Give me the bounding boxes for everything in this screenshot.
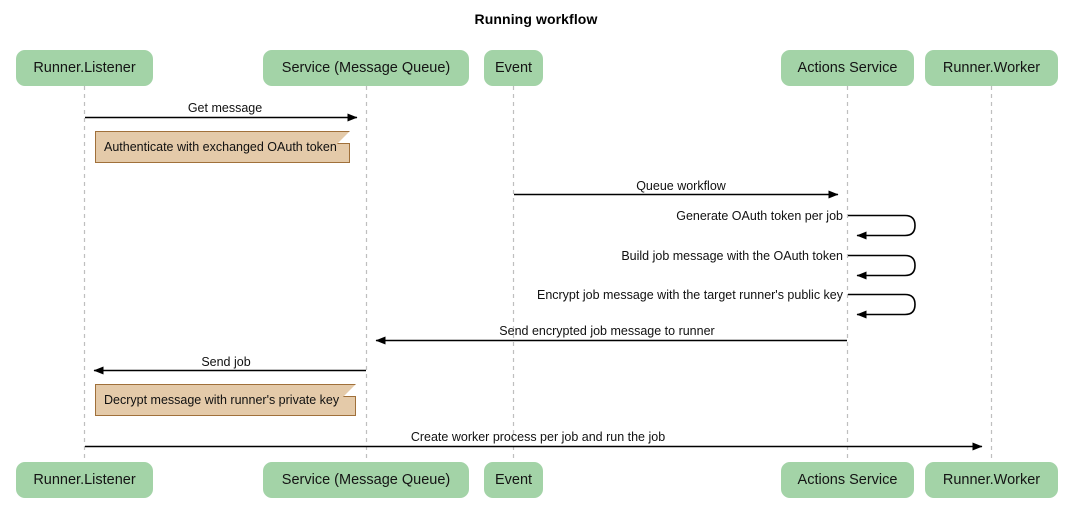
message-label-encrypt-job-message-with-the-target-runners-public-key: Encrypt job message with the target runn… bbox=[536, 288, 843, 302]
participant-label: Runner.Listener bbox=[33, 60, 136, 76]
message-label-build-job-message-with-the-oauth-token: Build job message with the OAuth token bbox=[621, 249, 843, 263]
participant-label: Service (Message Queue) bbox=[281, 472, 451, 488]
participant-label: Event bbox=[494, 472, 533, 488]
note-label: Decrypt message with runner's private ke… bbox=[104, 393, 340, 407]
participant-label: Actions Service bbox=[797, 472, 898, 488]
arrow-encrypt-job-message-with-the-target-runners-public-key bbox=[848, 293, 916, 319]
participant-label: Actions Service bbox=[797, 60, 898, 76]
participant-runner-worker-top[interactable]: Runner.Worker bbox=[925, 50, 1058, 86]
arrow-build-job-message-with-the-oauth-token bbox=[848, 254, 916, 280]
message-label-send-job: Send job bbox=[201, 355, 251, 369]
participant-label: Service (Message Queue) bbox=[281, 60, 451, 76]
participant-label: Runner.Worker bbox=[942, 472, 1041, 488]
note-fold-corner-icon bbox=[337, 131, 350, 144]
participant-actions-service-top[interactable]: Actions Service bbox=[781, 50, 914, 86]
participant-actions-service-bottom[interactable]: Actions Service bbox=[781, 462, 914, 498]
participant-event-bottom[interactable]: Event bbox=[484, 462, 543, 498]
participant-service-message-queue-bottom[interactable]: Service (Message Queue) bbox=[263, 462, 469, 498]
note-fold-corner-icon bbox=[343, 384, 356, 397]
message-label-generate-oauth-token-per-job: Generate OAuth token per job bbox=[676, 209, 843, 223]
message-label-queue-workflow: Queue workflow bbox=[636, 179, 726, 193]
note-label: Authenticate with exchanged OAuth token bbox=[104, 140, 337, 154]
note-decrypt-message-with-runners-private-key: Decrypt message with runner's private ke… bbox=[95, 384, 356, 416]
message-label-send-encrypted-job-message-to-runner: Send encrypted job message to runner bbox=[499, 324, 715, 338]
message-label-get-message: Get message bbox=[187, 101, 263, 115]
participant-runner-listener-bottom[interactable]: Runner.Listener bbox=[16, 462, 153, 498]
participant-label: Runner.Worker bbox=[942, 60, 1041, 76]
participant-label: Event bbox=[494, 60, 533, 76]
participant-runner-worker-bottom[interactable]: Runner.Worker bbox=[925, 462, 1058, 498]
page-title: Running workflow bbox=[474, 11, 598, 27]
lifelines bbox=[83, 86, 993, 462]
participant-service-message-queue-top[interactable]: Service (Message Queue) bbox=[263, 50, 469, 86]
message-label-create-worker-process-per-job-and-run-the-job: Create worker process per job and run th… bbox=[410, 430, 666, 444]
arrow-generate-oauth-token-per-job bbox=[848, 214, 916, 240]
participant-label: Runner.Listener bbox=[33, 472, 136, 488]
participant-event-top[interactable]: Event bbox=[484, 50, 543, 86]
participant-runner-listener-top[interactable]: Runner.Listener bbox=[16, 50, 153, 86]
note-authenticate-with-exchanged-oauth-token: Authenticate with exchanged OAuth token bbox=[95, 131, 350, 163]
